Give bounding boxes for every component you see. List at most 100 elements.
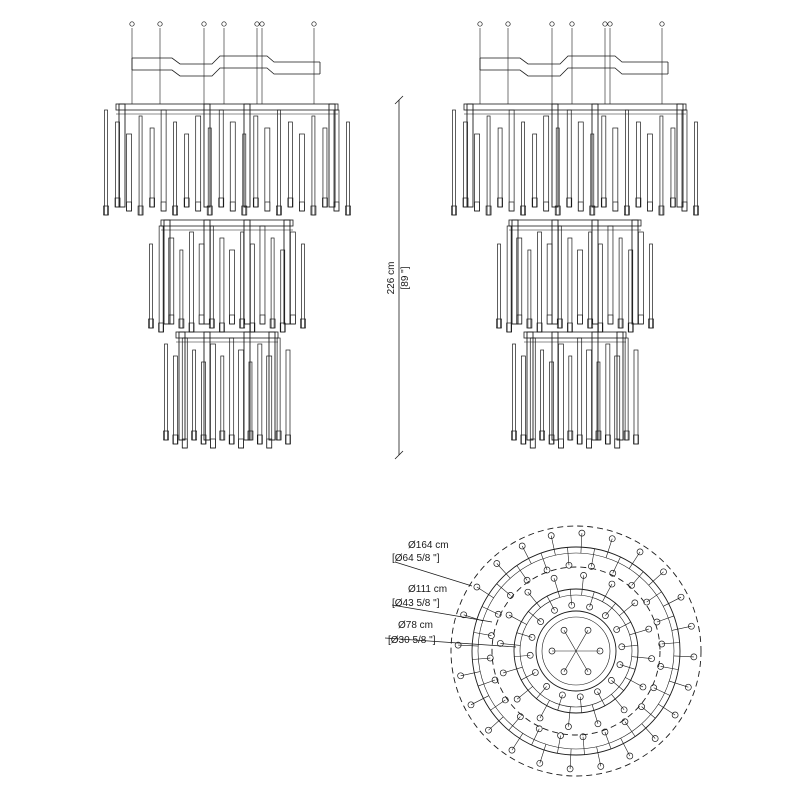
crystal-rod	[210, 343, 216, 449]
middle-crystal	[639, 683, 647, 691]
outer-crystal	[684, 683, 692, 691]
rod-tip	[239, 318, 246, 329]
crystal-rod	[577, 121, 584, 212]
outer-crystal	[671, 711, 679, 719]
middle-crystal	[497, 640, 504, 647]
middle-crystal	[594, 720, 602, 728]
middle-inner-crystal-arm	[528, 611, 541, 622]
ceiling-canopy	[132, 67, 320, 77]
crystal-rod	[229, 249, 235, 325]
frame-strut	[511, 219, 519, 325]
cable-hook	[602, 21, 608, 27]
crystal-rod	[540, 349, 545, 441]
outer-crystal	[626, 752, 634, 760]
middle-inner-crystal-arm	[536, 686, 547, 699]
rod-tip	[256, 434, 263, 445]
crystal-rod	[264, 127, 271, 212]
rod-tip	[149, 197, 155, 208]
cable-hook	[311, 21, 317, 27]
rod-tip	[299, 201, 305, 212]
middle-inner-crystal	[618, 643, 626, 651]
crystal-rod	[198, 243, 205, 325]
crystal-rod	[497, 243, 501, 329]
rod-tip	[451, 205, 457, 216]
crystal-rod	[220, 355, 225, 441]
frame-strut	[466, 103, 474, 208]
rod-tip	[219, 430, 226, 441]
crystal-rod	[248, 361, 253, 441]
chandelier-side-elevation	[451, 21, 699, 449]
rod-tip	[546, 314, 553, 325]
rod-tip	[200, 434, 207, 445]
crystal-rod	[276, 337, 281, 441]
crystal-rod	[238, 349, 244, 449]
middle-crystal	[580, 572, 587, 579]
ring-band	[508, 219, 642, 227]
frame-strut	[243, 331, 251, 441]
outer-inner-crystal	[501, 696, 509, 704]
rod-tip	[638, 314, 644, 325]
crystal-rod	[301, 243, 305, 329]
crystal-rod	[299, 133, 305, 212]
rod-tip	[648, 318, 654, 329]
diameter-outer-imperial: [Ø64 5/8 "]	[392, 553, 440, 564]
rod-tip	[163, 430, 169, 441]
crystal-rod	[288, 121, 293, 208]
outer-inner-crystal	[488, 632, 495, 639]
middle-inner-crystal	[559, 691, 566, 699]
rod-tip	[577, 314, 583, 325]
rod-tip	[587, 318, 594, 329]
middle-inner-crystal-arm	[597, 691, 606, 706]
crystal-rod	[253, 115, 259, 208]
rod-tip	[617, 318, 624, 329]
crystal-rod	[311, 115, 316, 216]
rod-tip	[269, 318, 276, 329]
middle-crystal	[536, 714, 544, 722]
outer-inner-crystal	[658, 640, 666, 648]
rod-tip	[279, 322, 286, 333]
crystal-rod	[219, 237, 225, 333]
middle-inner-crystal-arm	[521, 672, 536, 681]
rod-tip	[238, 438, 244, 449]
rod-tip	[520, 434, 527, 445]
rod-tip	[612, 201, 619, 212]
crystal-rod	[270, 237, 275, 329]
middle-inner-crystal	[594, 688, 601, 696]
frame-strut	[243, 103, 251, 208]
middle-ring	[513, 588, 639, 714]
rod-tip	[558, 438, 564, 449]
middle-inner-crystal-arm	[516, 632, 533, 638]
rod-tip	[658, 205, 665, 216]
rod-tip	[285, 434, 291, 445]
crystal-rod	[596, 361, 601, 441]
outer-dashed-circle	[450, 525, 702, 777]
middle-crystal	[513, 695, 521, 703]
middle-crystal	[524, 588, 532, 596]
center-crystal	[560, 626, 568, 634]
crystal-rod	[624, 337, 629, 441]
crystal-rod	[497, 127, 503, 208]
crystal-rod	[240, 231, 245, 329]
outer-crystal	[677, 593, 685, 601]
rod-tip	[228, 434, 235, 445]
ceiling-canopy	[132, 55, 320, 65]
outer-crystal	[660, 568, 667, 576]
rod-tip	[195, 201, 202, 212]
diameter-middle-imperial: [Ø43 5/8 "]	[392, 598, 440, 609]
outer-crystal	[467, 701, 475, 709]
diameter-inner-metric: Ø78 cm	[398, 620, 433, 631]
middle-inner-crystal	[531, 669, 539, 676]
middle-inner-crystal	[526, 651, 534, 659]
rod-tip	[508, 201, 515, 212]
diameter-outer-metric: Ø164 cm	[408, 540, 449, 551]
ring-band	[115, 103, 339, 111]
outer-crystal	[597, 763, 605, 770]
crystal-rod	[558, 343, 564, 449]
frame-strut	[616, 331, 624, 441]
frame-strut	[118, 103, 126, 208]
center-crystal	[584, 668, 592, 676]
crystal-rod	[257, 343, 263, 445]
rod-tip	[567, 430, 574, 441]
crystal-rod	[138, 115, 143, 216]
outer-inner-crystal	[638, 703, 645, 710]
